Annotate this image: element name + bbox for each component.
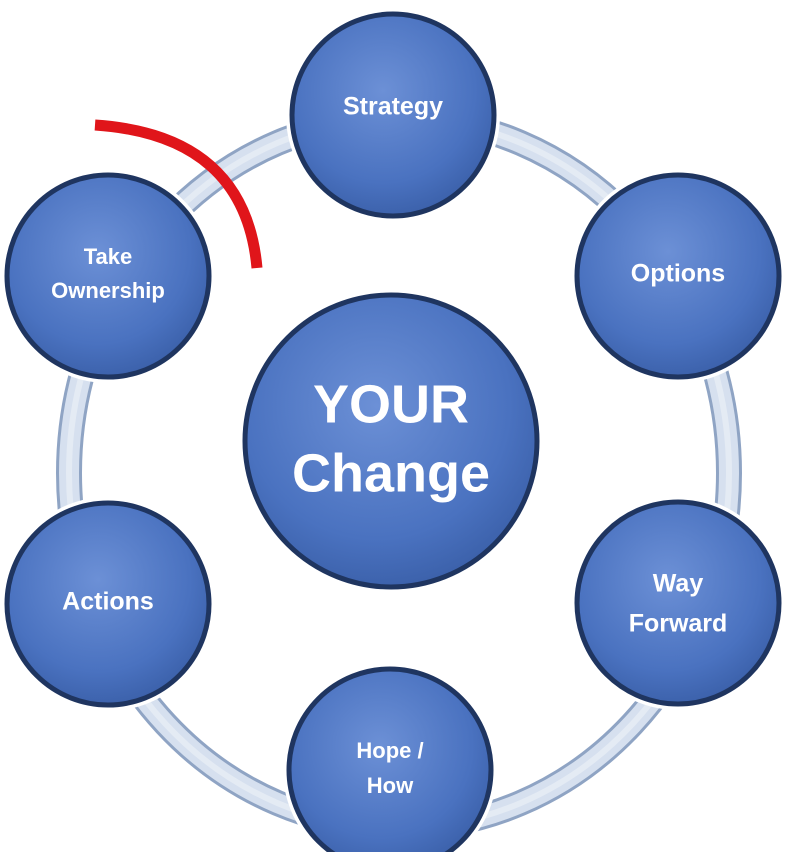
highlight-arc <box>94 119 263 269</box>
node-strategy: Strategy <box>286 8 500 222</box>
center-label-line1: YOUR <box>313 374 469 434</box>
node-take-ownership-label-line2: Ownership <box>51 278 165 303</box>
node-hope-how-label-line1: Hope / <box>356 738 423 763</box>
node-way-forward-label-line1: Way <box>653 570 704 598</box>
center-node: YOUR Change <box>239 289 543 593</box>
node-way-forward: Way Forward <box>571 496 785 710</box>
node-actions-label: Actions <box>62 588 154 616</box>
node-strategy-label: Strategy <box>343 93 443 121</box>
center-label-line2: Change <box>292 443 490 503</box>
node-actions: Actions <box>1 497 215 711</box>
node-take-ownership-label-line1: Take <box>84 244 133 269</box>
node-hope-how-label-line2: How <box>367 773 414 798</box>
node-options: Options <box>571 169 785 383</box>
node-hope-how: Hope / How <box>283 663 497 852</box>
node-take-ownership: Take Ownership <box>1 169 215 383</box>
node-options-label: Options <box>631 260 725 288</box>
node-way-forward-label-line2: Forward <box>629 610 728 638</box>
